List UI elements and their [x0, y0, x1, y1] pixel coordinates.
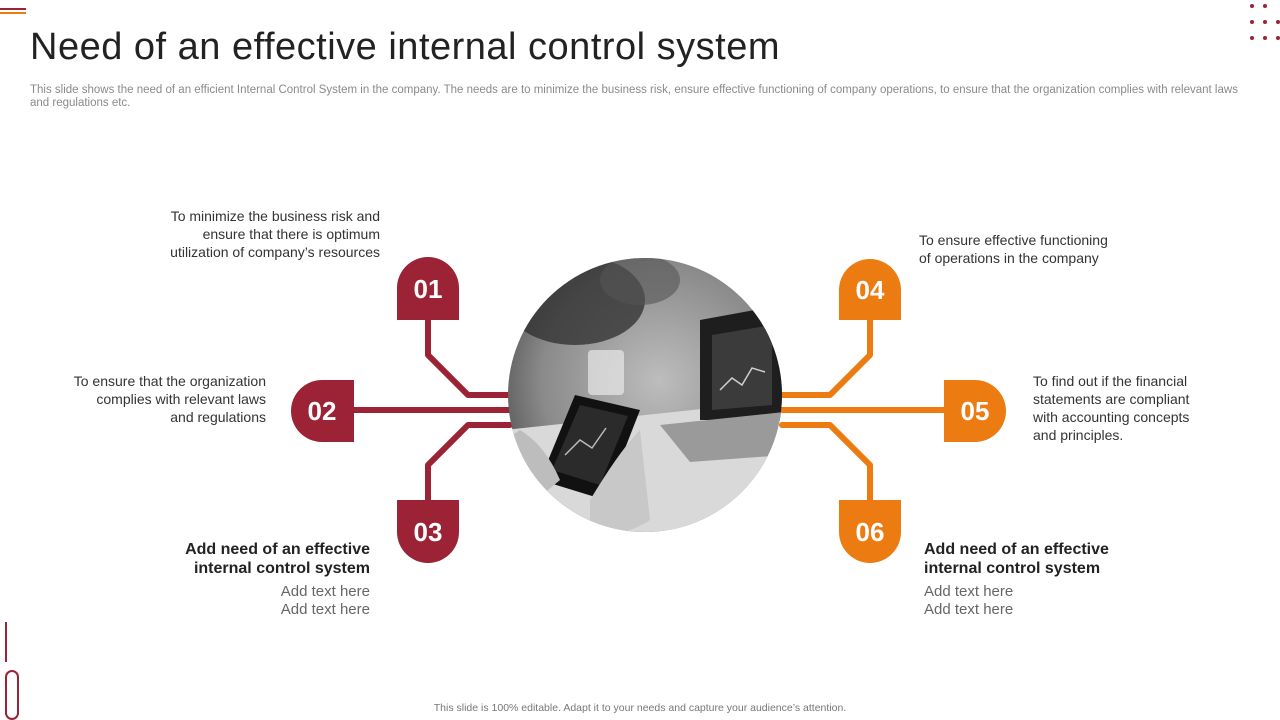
item-06-line-1: Add text here	[924, 583, 1014, 600]
badge-06	[839, 500, 901, 563]
badge-05-number: 05	[961, 396, 990, 426]
item-06-heading: Add need of an effective internal contro…	[924, 541, 1109, 577]
item-06-block: Add need of an effective internal contro…	[924, 540, 1164, 619]
left-edge-line-decoration	[5, 622, 7, 662]
badge-02	[291, 380, 354, 442]
center-photo	[508, 258, 782, 532]
page-subtitle: This slide shows the need of an efficien…	[30, 84, 1238, 109]
connector-04	[779, 315, 873, 398]
item-03-line-2: Add text here	[280, 601, 370, 618]
item-06-line-2: Add text here	[924, 601, 1014, 618]
connector-06	[779, 422, 873, 505]
item-04-text: To ensure effective functioning of opera…	[919, 232, 1108, 266]
left-connectors	[349, 315, 513, 505]
badge-04-number: 04	[856, 275, 885, 305]
item-02-text: To ensure that the organization complies…	[73, 373, 266, 425]
badge-04	[839, 259, 901, 320]
left-edge-pill-decoration	[5, 670, 19, 720]
badge-03-number: 03	[414, 517, 443, 547]
footer-note: This slide is 100% editable. Adapt it to…	[433, 702, 847, 714]
badge-03	[397, 500, 459, 563]
badge-05	[944, 380, 1006, 442]
badge-01-number: 01	[414, 274, 443, 304]
item-05-text: To find out if the financial statements …	[1033, 373, 1190, 443]
right-connectors	[779, 315, 948, 505]
badge-06-number: 06	[856, 517, 885, 547]
item-03-heading: Add need of an effective internal contro…	[185, 541, 370, 577]
page-title: Need of an effective internal control sy…	[30, 26, 781, 68]
badge-02-number: 02	[308, 396, 337, 426]
connector-03	[425, 422, 513, 505]
corner-dots-decoration	[1244, 0, 1280, 48]
badge-01	[397, 257, 459, 320]
corner-accent-lines	[0, 8, 26, 14]
item-03-line-1: Add text here	[280, 583, 370, 600]
item-03-block: Add need of an effective internal contro…	[150, 540, 370, 619]
connector-01	[425, 315, 513, 398]
item-01-text: To minimize the business risk and ensure…	[170, 208, 380, 260]
